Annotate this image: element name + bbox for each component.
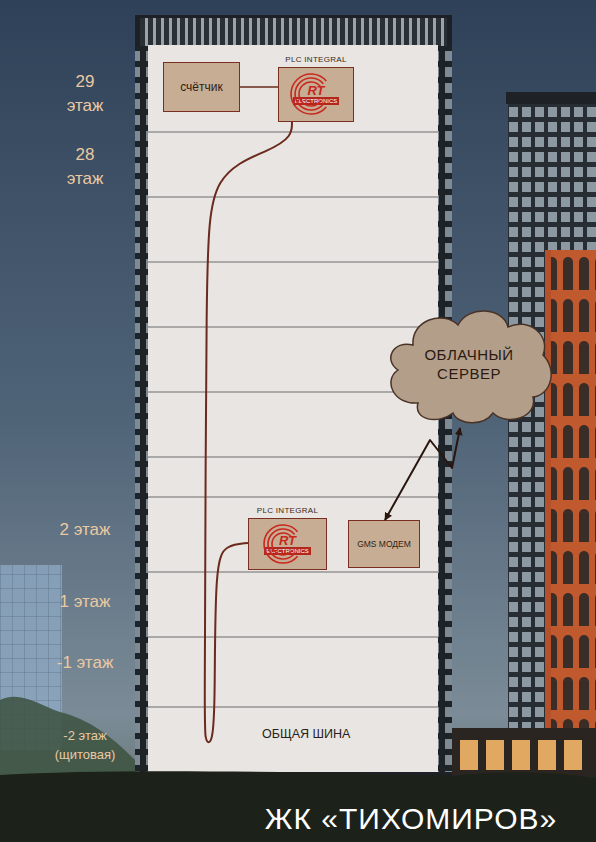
window-strip [135,46,148,772]
cloud-path [391,311,551,423]
link-line [240,86,278,88]
logo-subtext: ELECTRONICS [293,97,340,105]
cloud-text: ОБЛАЧНЫЙ СЕРВЕР [409,345,529,383]
plc-box: PLC INTEGRALRTELECTRONICS [248,518,327,570]
floor-lines [148,132,438,707]
logo-arc [272,533,291,555]
tower-crown [140,18,447,46]
logo-arc [299,82,320,106]
logo-arc [291,74,326,114]
rt-logo-arcs [264,74,326,563]
brick-facade [550,250,596,735]
floor-label: -2 этаж (щитовая) [44,726,126,764]
floor-label: 29 этаж [55,70,115,118]
modem-box: GMS МОДЕМ [348,520,420,568]
device-heading: PLC INTEGRAL [267,55,365,64]
caption: ЖК «ТИХОМИРОВ» [226,802,596,836]
lobby-lights [460,740,582,770]
floor-line [148,131,438,132]
lobby [452,728,596,780]
floor-line [148,706,438,707]
meter-box: счётчик [163,62,240,112]
floor-label: 28 этаж [55,143,115,191]
floor-label: 2 этаж [55,518,115,542]
box-text: GMS МОДЕМ [357,539,411,549]
edge-label: ОБЩАЯ ШИНА [262,727,350,741]
floor-label: 1 этаж [55,590,115,614]
device-heading: PLC INTEGRAL [237,506,338,515]
gsm-link [385,428,460,520]
logo-subtext: ELECTRONICS [264,547,311,555]
logo-arc [295,78,323,110]
bus-line [205,122,292,742]
floor-line [148,571,438,572]
logo-text: RT [307,84,324,97]
plc-box: PLC INTEGRALRTELECTRONICS [278,67,354,122]
floor-line [148,636,438,637]
ground [0,771,596,842]
floor-line [148,456,438,457]
floor-label: -1 этаж [55,651,115,675]
facade-panel [148,45,438,772]
floor-line [148,326,438,327]
lobby-window [538,740,556,770]
floor-line [148,196,438,197]
floor-line [148,261,438,262]
lobby-window [486,740,504,770]
logo-arc [264,525,298,563]
background-tower [508,95,596,755]
lobby-window [564,740,582,770]
tower-crown [506,92,596,104]
logo-arc [268,529,295,559]
lobby-window [512,740,530,770]
cloud-shape: ОБЛАЧНЫЙ СЕРВЕР [383,305,555,428]
floor-line [148,496,438,497]
box-text: счётчик [180,80,223,94]
logo-text: RT [279,534,296,547]
lobby-window [460,740,478,770]
brick-edge [545,250,551,735]
